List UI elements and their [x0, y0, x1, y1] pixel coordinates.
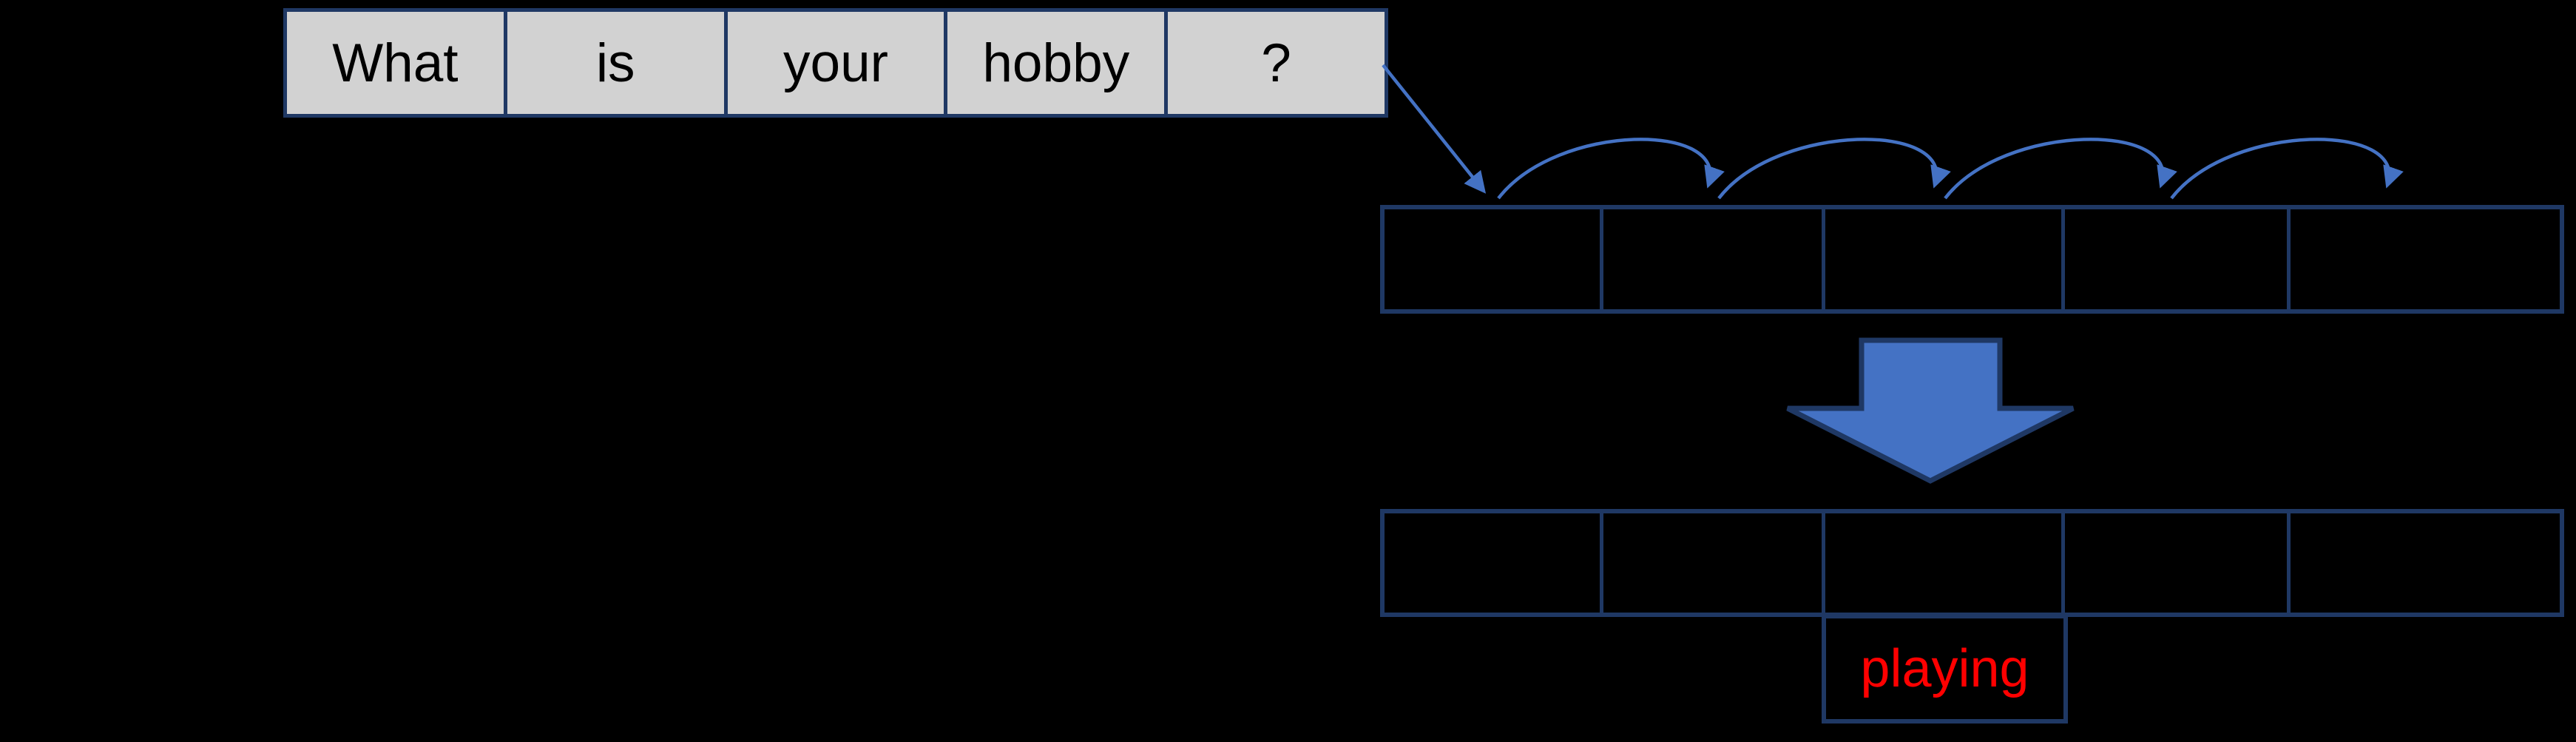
source-token-label: hobby — [982, 33, 1130, 93]
cell-divider — [1822, 513, 1825, 613]
curved-hop-arrow-icon — [1944, 138, 2177, 200]
source-token-cell: your — [727, 12, 944, 114]
cell-divider — [2287, 513, 2291, 613]
source-token-label: your — [782, 33, 888, 93]
hidden-state-row — [1380, 205, 2564, 314]
prediction-cell: playing — [1822, 614, 2068, 724]
block-down-arrow-icon — [1786, 337, 2075, 484]
source-token-cell: What — [287, 12, 504, 114]
source-token-cell: hobby — [947, 12, 1165, 114]
curved-hop-arrow-icon — [1717, 138, 1951, 200]
diagonal-arrow-icon — [1382, 64, 1487, 194]
cell-divider — [1600, 513, 1603, 613]
cell-divider — [2061, 513, 2065, 613]
source-sentence-table: What is your hobby ? — [283, 8, 1388, 118]
cell-divider — [1600, 209, 1603, 309]
cell-divider — [1822, 209, 1825, 309]
output-row — [1380, 509, 2564, 617]
source-token-cell: ? — [1168, 12, 1385, 114]
curved-hop-arrow-icon — [1497, 138, 1725, 200]
source-token-label: is — [595, 33, 635, 93]
cell-divider — [2061, 209, 2065, 309]
source-token-cell: is — [507, 12, 724, 114]
curved-hop-arrow-icon — [2170, 138, 2404, 200]
cell-divider — [2287, 209, 2291, 309]
prediction-label: playing — [1860, 639, 2029, 698]
source-token-label: ? — [1261, 33, 1291, 93]
source-token-label: What — [332, 33, 459, 93]
